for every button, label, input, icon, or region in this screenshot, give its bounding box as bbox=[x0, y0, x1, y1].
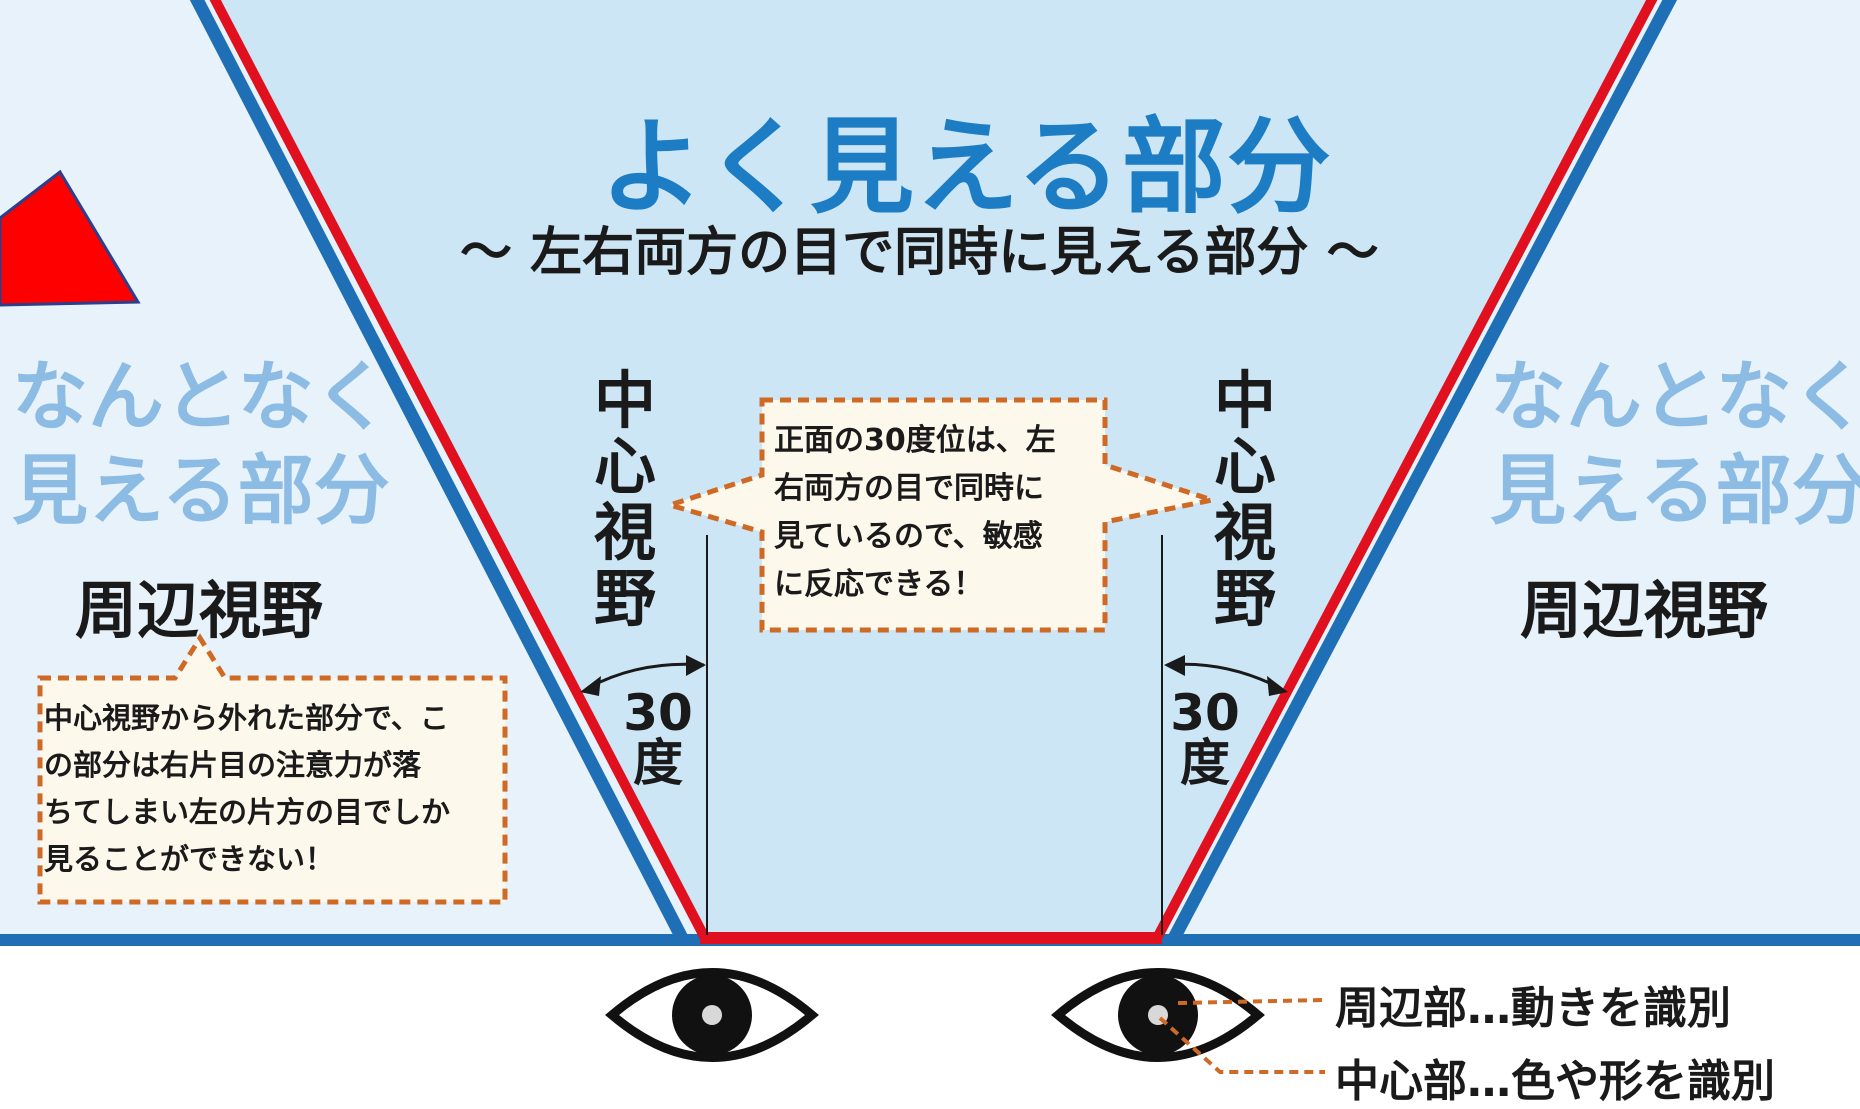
note-line: 見ているので、敏感 bbox=[774, 519, 1043, 554]
right-blue-border bbox=[1167, 0, 1678, 944]
right-peripheral-label: 周辺視野 bbox=[1520, 574, 1769, 647]
angle-unit: 度 bbox=[633, 734, 683, 792]
note-line: ちてしまい左の片方の目でしか bbox=[44, 795, 451, 829]
right-red-border bbox=[1151, 0, 1658, 943]
left-eye-icon bbox=[605, 968, 819, 1062]
vertical-char: 心 bbox=[1213, 430, 1276, 503]
left-note-text: 中心視野から外れた部分で、こ の部分は右片目の注意力が落 ちてしまい左の片方の目… bbox=[44, 695, 450, 883]
note-line: の部分は右片目の注意力が落 bbox=[44, 748, 422, 782]
legend-peripheral: 周辺部…動きを識別 bbox=[1335, 983, 1731, 1034]
central-vision-label-right: 中 心 視 野 bbox=[1210, 368, 1280, 632]
left-zone-title-line: 見える部分 bbox=[12, 446, 390, 535]
vertical-char: 視 bbox=[1213, 496, 1276, 569]
angle-label-left: 30 度 bbox=[613, 688, 703, 788]
vertical-char: 野 bbox=[593, 562, 656, 635]
note-line: 見ることができない！ bbox=[44, 842, 335, 876]
vertical-char: 心 bbox=[593, 430, 656, 503]
vertical-char: 中 bbox=[1213, 364, 1276, 437]
center-note-text: 正面の30度位は、左 右両方の目で同時に 見ているので、敏感 に反応できる！ bbox=[774, 417, 1056, 609]
angle-value: 30 bbox=[1170, 684, 1240, 742]
red-arrow-icon bbox=[0, 169, 141, 307]
vertical-char: 中 bbox=[593, 364, 656, 437]
right-zone-title-line: 見える部分 bbox=[1490, 446, 1860, 535]
main-title: よく見える部分 bbox=[600, 106, 1332, 228]
note-line: に反応できる！ bbox=[774, 567, 984, 602]
left-zone-title-line: なんとなく bbox=[12, 352, 390, 441]
right-zone-title-line: なんとなく bbox=[1490, 352, 1860, 441]
right-angle-arc bbox=[1164, 655, 1288, 696]
left-blue-border bbox=[189, 0, 689, 943]
legend-pointers bbox=[1158, 998, 1326, 1074]
angle-value: 30 bbox=[623, 684, 693, 742]
legend-center: 中心部…色や形を識別 bbox=[1335, 1056, 1775, 1107]
left-zone-title: なんとなく 見える部分 bbox=[12, 350, 390, 538]
subtitle: ～ 左右両方の目で同時に見える部分 ～ bbox=[460, 223, 1379, 283]
note-line: 正面の30度位は、左 bbox=[774, 423, 1056, 458]
note-line: 中心視野から外れた部分で、こ bbox=[44, 701, 449, 735]
bottom-area bbox=[0, 945, 1860, 1099]
central-vision-label-left: 中 心 視 野 bbox=[590, 368, 660, 632]
left-peripheral-label: 周辺視野 bbox=[75, 574, 324, 647]
right-zone-title: なんとなく 見える部分 bbox=[1490, 350, 1860, 538]
angle-label-right: 30 度 bbox=[1160, 688, 1250, 788]
left-red-border bbox=[209, 0, 711, 943]
center-note-box bbox=[661, 397, 1222, 633]
angle-unit: 度 bbox=[1180, 734, 1230, 792]
note-line: 右両方の目で同時に bbox=[774, 471, 1044, 506]
left-angle-arc bbox=[580, 655, 706, 696]
vertical-char: 野 bbox=[1213, 562, 1276, 635]
right-eye-icon bbox=[1051, 968, 1265, 1062]
vertical-char: 視 bbox=[593, 496, 656, 569]
left-note-box bbox=[37, 633, 508, 905]
